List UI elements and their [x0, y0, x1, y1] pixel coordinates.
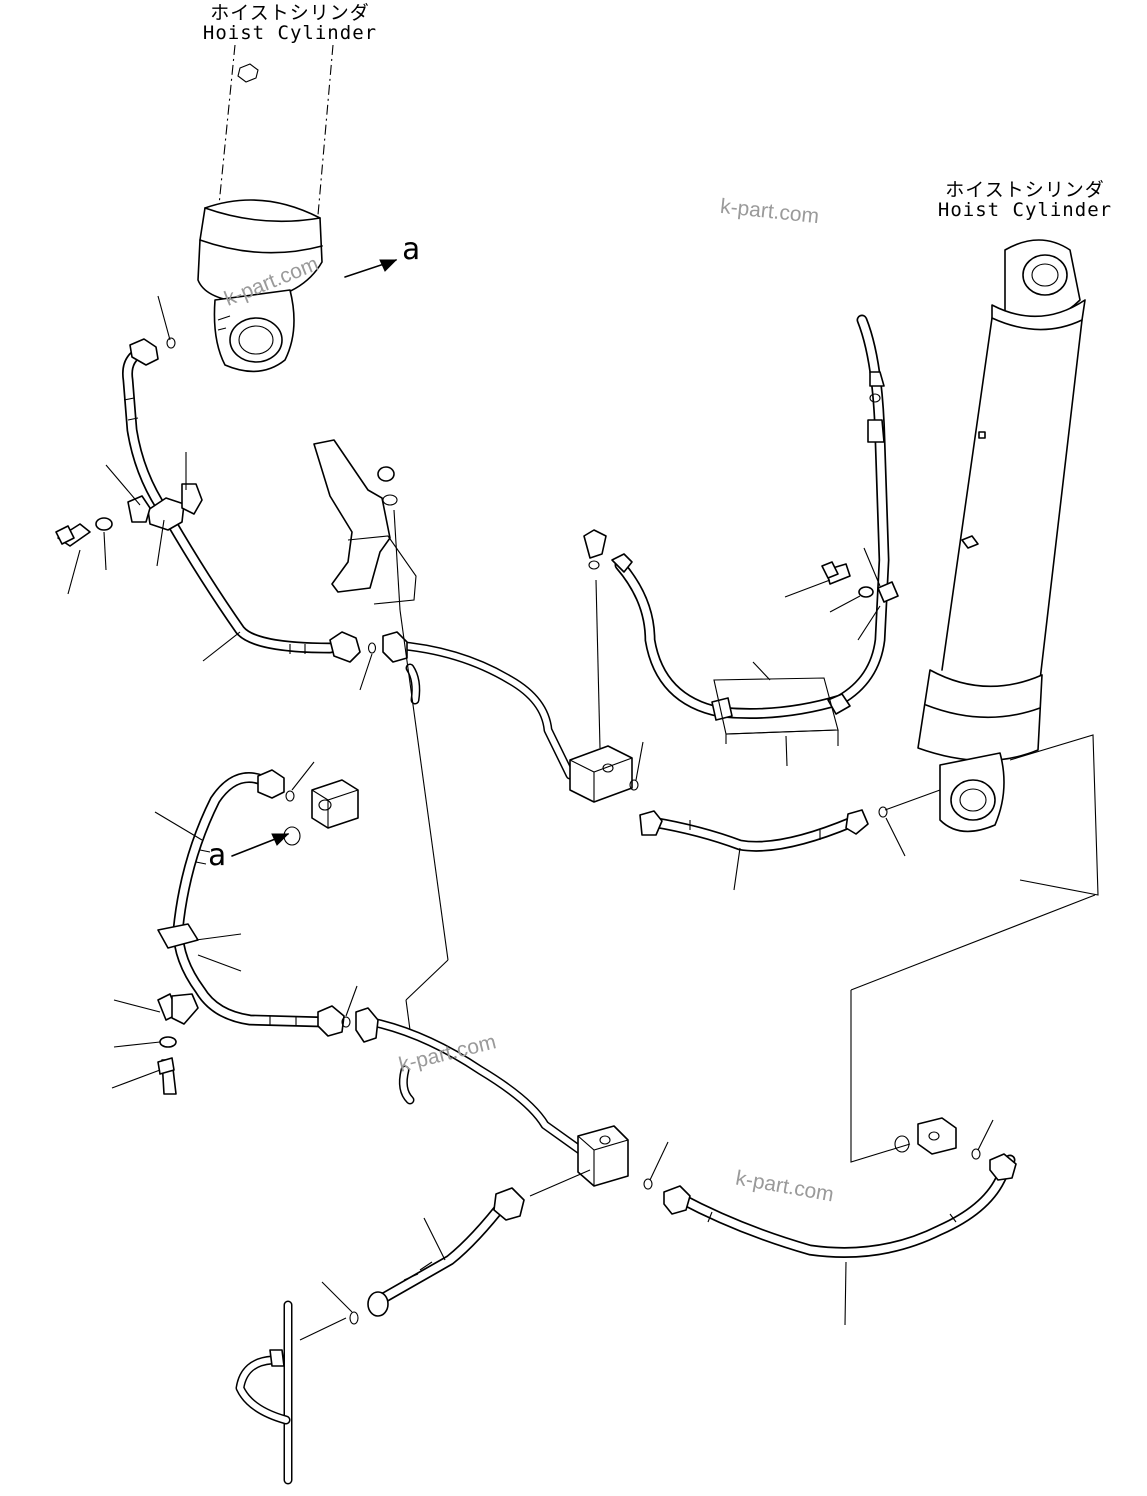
label-tag [713, 677, 839, 746]
left-hoist-cylinder [197, 44, 334, 373]
cylinder-label-right: ホイストシリンダ Hoist Cylinder [935, 180, 1115, 220]
link-rods [399, 560, 601, 1031]
leader-lines [67, 295, 1099, 1326]
right-bolt [821, 561, 874, 598]
cylinder-label-right-en: Hoist Cylinder [937, 199, 1113, 221]
callout-a-middle: a [208, 838, 227, 873]
right-short-hose [629, 779, 888, 852]
lower-left-hose [349, 1169, 591, 1325]
left-upper-clamp [55, 483, 203, 547]
cylinder-label-left-jp: ホイストシリンダ [210, 2, 370, 24]
callout-arrows [231, 259, 398, 857]
cylinder-label-left: ホイストシリンダ Hoist Cylinder [200, 3, 380, 43]
callout-a-top: a [402, 232, 421, 267]
cylinder-label-left-en: Hoist Cylinder [202, 22, 378, 44]
center-upper-elbow-hose [583, 314, 899, 721]
center-upper-tube [382, 631, 633, 803]
lower-right-hose [643, 1117, 1017, 1258]
center-bracket [313, 439, 417, 611]
cylinder-label-right-jp: ホイストシリンダ [945, 179, 1105, 201]
center-lower-tube [355, 1007, 629, 1187]
bottom-pipe [235, 1300, 347, 1485]
left-middle-hose [157, 769, 359, 1095]
right-hoist-cylinder [917, 239, 1086, 833]
